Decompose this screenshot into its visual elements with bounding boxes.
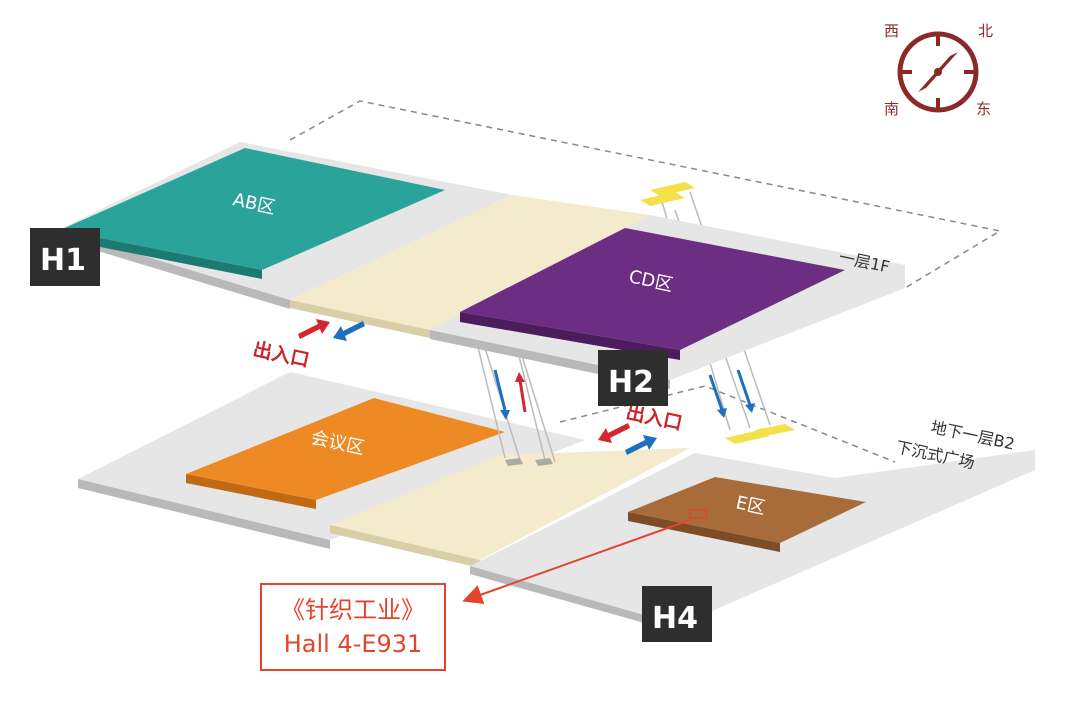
escalator-bottom-pad xyxy=(725,430,770,444)
upper-entrance-label: 出入口 xyxy=(251,337,312,371)
lower-entrance-out-arrow-icon xyxy=(625,435,657,455)
escalator-up-arrow-icon xyxy=(515,372,525,382)
compass-east-label: 东 xyxy=(976,100,991,118)
hall-badge-h2: H2 xyxy=(598,350,668,406)
compass-south-label: 南 xyxy=(884,100,899,118)
entrance-out-arrow-icon xyxy=(333,321,365,341)
lower-entrance: 出入口 xyxy=(598,400,685,455)
compass-needle-icon xyxy=(934,52,958,74)
zone-cd xyxy=(460,228,845,350)
escalator-top-pad xyxy=(650,182,695,196)
escalator-down-arrow-icon xyxy=(500,410,510,420)
callout-pointer xyxy=(462,519,691,605)
upper-entrance: 出入口 xyxy=(251,319,365,372)
compass: 西 北 南 东 xyxy=(884,22,993,118)
booth-marker xyxy=(689,509,707,519)
compass-north-label: 北 xyxy=(978,22,993,40)
lower-corridor xyxy=(330,448,690,560)
callout-booth: Hall 4-E931 xyxy=(283,630,423,658)
zone-e xyxy=(628,477,866,543)
callout-title: 《针织工业》 xyxy=(281,596,425,624)
hall-h1-label: H1 xyxy=(40,243,86,278)
compass-west-label: 西 xyxy=(884,22,899,40)
hall-badge-h1: H1 xyxy=(30,228,100,286)
zone-ab xyxy=(60,148,445,270)
upper-floor: AB区 CD区 一层1F xyxy=(58,142,905,389)
hall-badge-h4: H4 xyxy=(642,586,712,642)
entrance-in-arrow-icon xyxy=(298,319,330,339)
hall-h4-label: H4 xyxy=(652,601,698,636)
booth-callout: 《针织工业》 Hall 4-E931 xyxy=(260,583,446,671)
upper-corridor xyxy=(290,195,650,330)
lower-entrance-in-arrow-icon xyxy=(598,423,630,443)
hall-h2-label: H2 xyxy=(608,365,654,400)
lower-floor-outline xyxy=(559,385,896,463)
zone-meeting xyxy=(186,398,505,500)
lower-floor: 会议区 E区 xyxy=(78,372,1035,633)
